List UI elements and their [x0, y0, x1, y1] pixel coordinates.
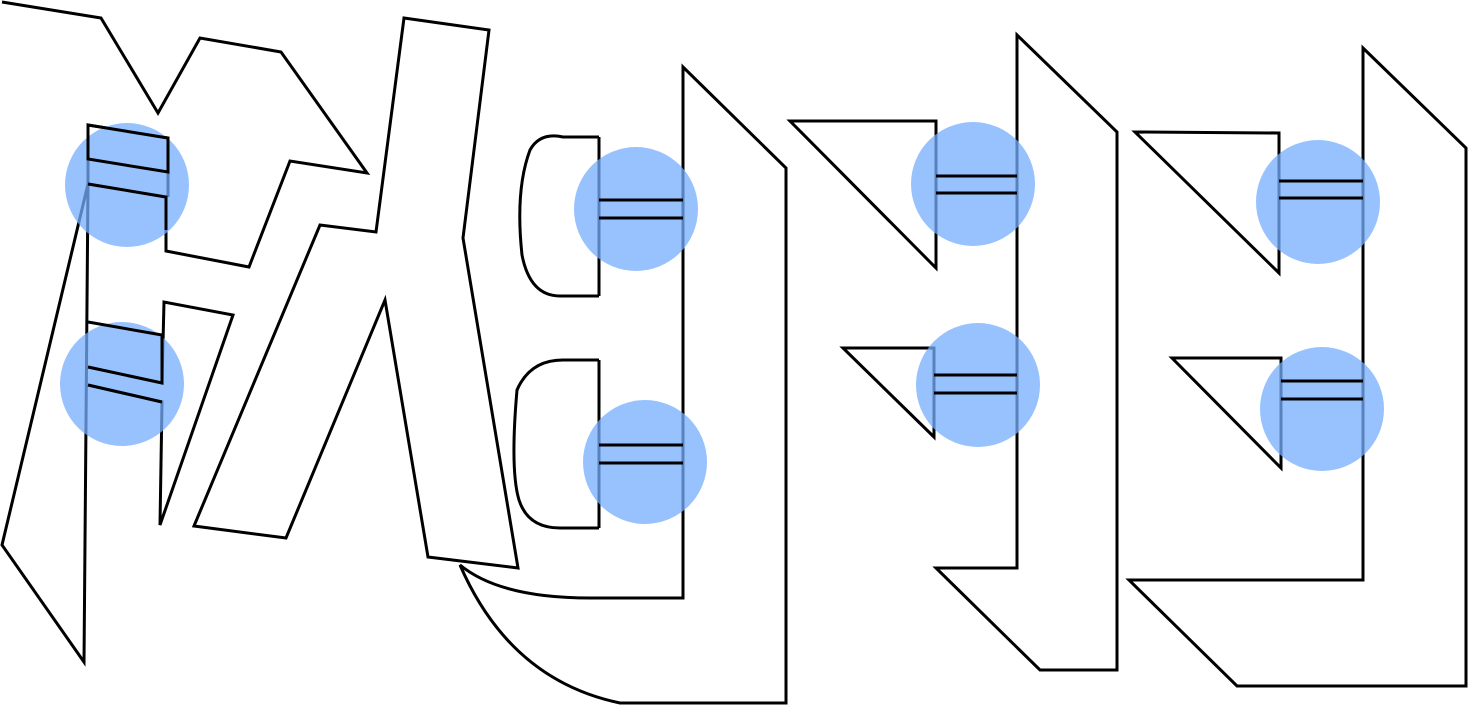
connector-bar-7	[1279, 179, 1363, 200]
letter-3-lower-bowl	[512, 358, 599, 530]
letter-5-outline	[1125, 44, 1468, 688]
handle-5[interactable]	[911, 122, 1035, 246]
connector-bar-6	[934, 373, 1017, 395]
connector-bar-5	[936, 174, 1017, 195]
handle-3[interactable]	[574, 147, 698, 271]
letter-1	[0, 0, 371, 667]
connector-bar-4	[599, 443, 683, 465]
handle-2[interactable]	[60, 322, 184, 446]
handle-circles	[60, 122, 1384, 524]
letter-3-outline	[458, 63, 788, 705]
connector-bars	[86, 123, 1363, 465]
connector-bar-8	[1281, 379, 1363, 401]
letter-4-outline	[932, 31, 1119, 672]
connector-bar-1	[86, 123, 170, 230]
connector-bar-2	[87, 320, 164, 404]
letter-2-outline	[191, 16, 520, 570]
handle-1[interactable]	[65, 123, 189, 247]
handle-6[interactable]	[916, 323, 1040, 447]
letter-3-upper-bowl	[518, 134, 599, 298]
handle-7[interactable]	[1256, 140, 1380, 264]
handle-8[interactable]	[1260, 347, 1384, 471]
letter-2	[191, 16, 520, 570]
letter-1-outline	[0, 0, 371, 667]
connector-bar-3	[599, 198, 683, 220]
